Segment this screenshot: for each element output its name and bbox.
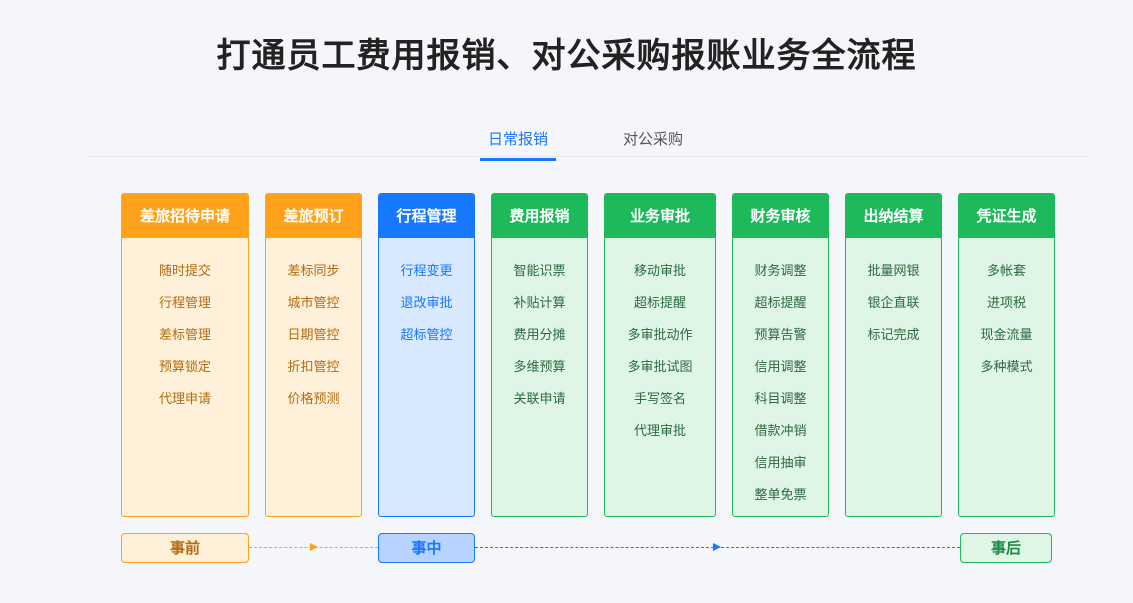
feature-item: 智能识票 <box>513 264 566 279</box>
feature-list: 移动审批超标提醒多审批动作多审批试图手写签名代理审批 <box>605 238 715 448</box>
feature-item: 费用分摊 <box>513 328 566 343</box>
phase-before: 事前 <box>121 533 249 563</box>
feature-item: 差标管理 <box>158 328 211 343</box>
feature-list: 随时提交行程管理差标管理预算锁定代理申请 <box>122 238 248 416</box>
feature-item: 多审批试图 <box>627 360 693 375</box>
feature-item: 财务调整 <box>754 264 807 279</box>
feature-item: 行程变更 <box>400 264 453 279</box>
column-title: 行程管理 <box>379 194 474 238</box>
feature-item: 进项税 <box>986 296 1026 311</box>
feature-list: 财务调整超标提醒预算告警信用调整科目调整借款冲销信用抽审整单免票 <box>733 238 828 512</box>
tab-bar: 日常报销 对公采购 <box>88 120 1088 161</box>
process-column: 差旅招待申请随时提交行程管理差标管理预算锁定代理申请 <box>121 193 249 517</box>
feature-item: 超标管控 <box>400 328 453 343</box>
feature-item: 代理申请 <box>158 392 211 407</box>
process-column: 费用报销智能识票补贴计算费用分摊多维预算关联申请 <box>491 193 588 517</box>
feature-list: 行程变更退改审批超标管控 <box>379 238 474 352</box>
process-column: 业务审批移动审批超标提醒多审批动作多审批试图手写签名代理审批 <box>604 193 716 517</box>
feature-item: 多审批动作 <box>627 328 693 343</box>
feature-item: 超标提醒 <box>754 296 807 311</box>
arrow-right-icon <box>713 543 721 551</box>
feature-list: 多帐套进项税现金流量多种模式 <box>959 238 1054 384</box>
phase-after: 事后 <box>960 533 1052 563</box>
feature-item: 补贴计算 <box>513 296 566 311</box>
feature-item: 多种模式 <box>980 360 1033 375</box>
feature-item: 超标提醒 <box>633 296 686 311</box>
feature-item: 多维预算 <box>513 360 566 375</box>
feature-list: 差标同步城市管控日期管控折扣管控价格预测 <box>266 238 361 416</box>
arrow-right-icon <box>310 543 318 551</box>
feature-item: 借款冲销 <box>754 424 807 439</box>
process-column: 行程管理行程变更退改审批超标管控 <box>378 193 475 517</box>
feature-list: 智能识票补贴计算费用分摊多维预算关联申请 <box>492 238 587 416</box>
feature-item: 退改审批 <box>400 296 453 311</box>
column-title: 财务审核 <box>733 194 828 238</box>
feature-item: 预算告警 <box>754 328 807 343</box>
column-title: 费用报销 <box>492 194 587 238</box>
page-title: 打通员工费用报销、对公采购报账业务全流程 <box>216 36 917 76</box>
feature-item: 科目调整 <box>754 392 807 407</box>
column-title: 业务审批 <box>605 194 715 238</box>
feature-item: 移动审批 <box>633 264 686 279</box>
feature-item: 预算锁定 <box>158 360 211 375</box>
feature-item: 关联申请 <box>513 392 566 407</box>
column-title: 出纳结算 <box>846 194 941 238</box>
feature-list: 批量网银银企直联标记完成 <box>846 238 941 352</box>
feature-item: 代理审批 <box>633 424 686 439</box>
feature-item: 批量网银 <box>867 264 920 279</box>
column-title: 差旅招待申请 <box>122 194 248 238</box>
feature-item: 信用抽审 <box>754 456 807 471</box>
feature-item: 现金流量 <box>980 328 1033 343</box>
process-column: 差旅预订差标同步城市管控日期管控折扣管控价格预测 <box>265 193 362 517</box>
feature-item: 城市管控 <box>287 296 340 311</box>
feature-item: 日期管控 <box>287 328 340 343</box>
feature-item: 折扣管控 <box>287 360 340 375</box>
feature-item: 多帐套 <box>986 264 1026 279</box>
feature-item: 银企直联 <box>867 296 920 311</box>
feature-item: 差标同步 <box>287 264 340 279</box>
process-column: 出纳结算批量网银银企直联标记完成 <box>845 193 942 517</box>
column-title: 凭证生成 <box>959 194 1054 238</box>
column-title: 差旅预订 <box>266 194 361 238</box>
feature-item: 行程管理 <box>158 296 211 311</box>
process-column: 凭证生成多帐套进项税现金流量多种模式 <box>958 193 1055 517</box>
feature-item: 信用调整 <box>754 360 807 375</box>
feature-item: 手写签名 <box>633 392 686 407</box>
tab-corporate-procurement[interactable]: 对公采购 <box>623 130 684 148</box>
tab-daily-reimbursement[interactable]: 日常报销 <box>479 130 557 161</box>
feature-item: 标记完成 <box>867 328 920 343</box>
process-column: 财务审核财务调整超标提醒预算告警信用调整科目调整借款冲销信用抽审整单免票 <box>732 193 829 517</box>
feature-item: 随时提交 <box>158 264 211 279</box>
phase-during: 事中 <box>378 533 475 563</box>
feature-item: 整单免票 <box>754 488 807 503</box>
feature-item: 价格预测 <box>287 392 340 407</box>
